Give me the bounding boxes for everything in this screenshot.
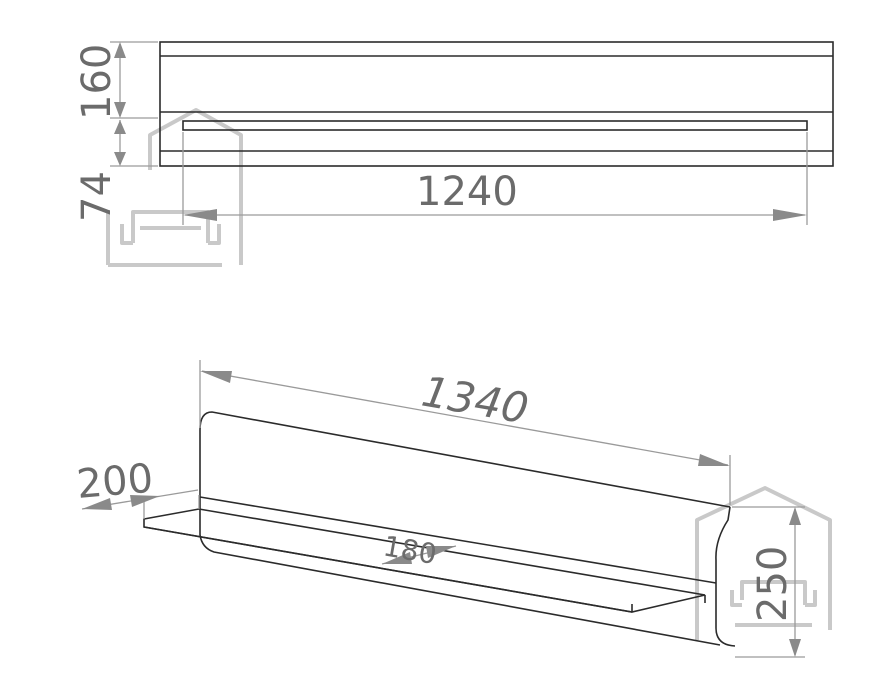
shelf-board-slot: [182, 120, 808, 131]
front-elevation-view: [159, 41, 834, 167]
dim-total-width: [199, 360, 731, 505]
house-sofa-logo-icon: [106, 108, 243, 267]
panel-right-lower: [715, 583, 736, 647]
panel-top-edge: [199, 411, 731, 508]
dim-label-front-lower: 74: [74, 171, 120, 222]
house-sofa-logo-icon: [695, 486, 832, 640]
dim-label-side-height: 250: [750, 546, 796, 622]
shelf-board-bottom: [143, 526, 633, 613]
panel-right-edge: [715, 506, 731, 583]
dim-label-total-width: 1340: [418, 367, 532, 434]
dim-label-front-height: 160: [74, 44, 120, 120]
dim-front-height: [110, 41, 158, 119]
dim-label-front-width: 1240: [416, 169, 518, 215]
shelf-board: [143, 508, 706, 613]
panel-bottom-edge: [199, 534, 721, 646]
perspective-view: [143, 411, 736, 647]
dim-depth: [81, 489, 200, 519]
dim-inner-depth: [381, 545, 457, 565]
dim-label-depth: 200: [75, 455, 155, 507]
panel-shelf-join: [199, 496, 717, 584]
dim-front-lower: [110, 120, 158, 167]
dim-side-height: [732, 506, 805, 658]
dim-front-width: [182, 132, 808, 225]
shelf-outline: [159, 41, 834, 167]
